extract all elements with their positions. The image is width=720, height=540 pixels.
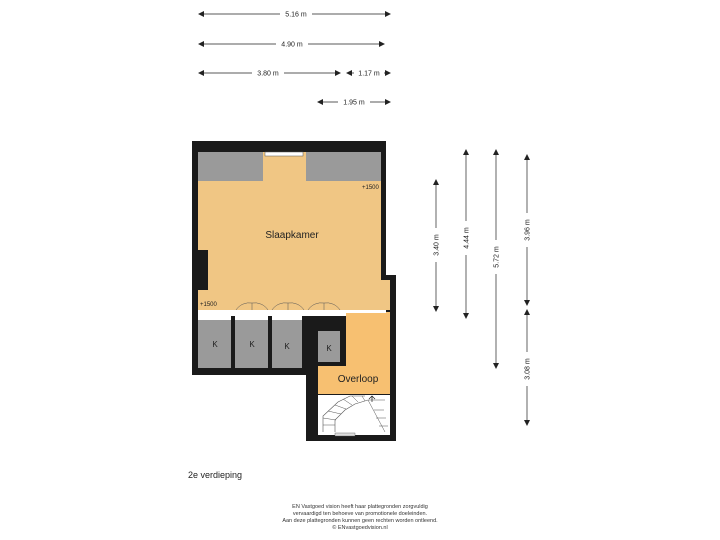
room-overloop: Overloop (318, 310, 390, 394)
ceiling-height-label: +1500 (362, 185, 380, 191)
closet (198, 316, 231, 368)
window (264, 151, 304, 157)
dimension-label: 5.16 m (285, 12, 307, 19)
dimension-top-4: 1.95 m (317, 97, 391, 107)
dimension-label: 3.80 m (257, 71, 279, 78)
closet-label: K (284, 342, 290, 351)
dimension-top-3: 3.80 m 1.17 m (198, 68, 391, 78)
closet (318, 331, 340, 362)
dimension-right-3: 5.72 m (491, 149, 501, 369)
dimension-top-2: 4.90 m (198, 39, 385, 49)
disclaimer-line: Aan deze plattegronden kunnen geen recht… (282, 518, 438, 524)
disclaimer-line: vervaardigd ten behoeve van promotionele… (292, 511, 428, 517)
storage-closets: K K K K (198, 316, 340, 368)
room-slaapkamer: Slaapkamer +1500 +1500 (198, 151, 390, 310)
closet-label: K (212, 340, 218, 349)
closet-label: K (326, 344, 332, 353)
dimension-label: 5.72 m (494, 246, 501, 268)
dimension-label: 4.44 m (464, 227, 471, 249)
dimension-right-1: 3.40 m (431, 179, 441, 312)
dimension-right-4: 3.96 m (522, 154, 532, 306)
dimension-right-5: 3.08 m (522, 309, 532, 426)
room-name-overloop: Overloop (338, 374, 379, 385)
dimension-label: 3.08 m (525, 358, 532, 380)
disclaimer-line: EN Vastgoed vision heeft haar plattegron… (292, 504, 428, 510)
dimension-right-2: 4.44 m (461, 149, 471, 319)
staircase (318, 395, 390, 437)
sloped-area-right (306, 152, 381, 181)
closet-doors (198, 302, 346, 316)
copyright-line: © ENvastgoedvision.nl (332, 525, 388, 531)
dimension-label: 1.95 m (343, 100, 365, 107)
dimension-label: 4.90 m (281, 42, 303, 49)
closet-label: K (249, 340, 255, 349)
stair-direction-arrow-icon (368, 395, 376, 402)
closet (235, 316, 268, 368)
dimension-label: 1.17 m (358, 71, 380, 78)
dimension-label: 3.96 m (525, 219, 532, 241)
closet (272, 316, 302, 368)
floor-title: 2e verdieping (188, 470, 243, 480)
dimension-top-1: 5.16 m (198, 9, 391, 19)
room-name-slaapkamer: Slaapkamer (265, 230, 319, 241)
ceiling-height-label: +1500 (200, 302, 218, 308)
sloped-area-left (198, 152, 263, 181)
dimension-label: 3.40 m (434, 234, 441, 256)
